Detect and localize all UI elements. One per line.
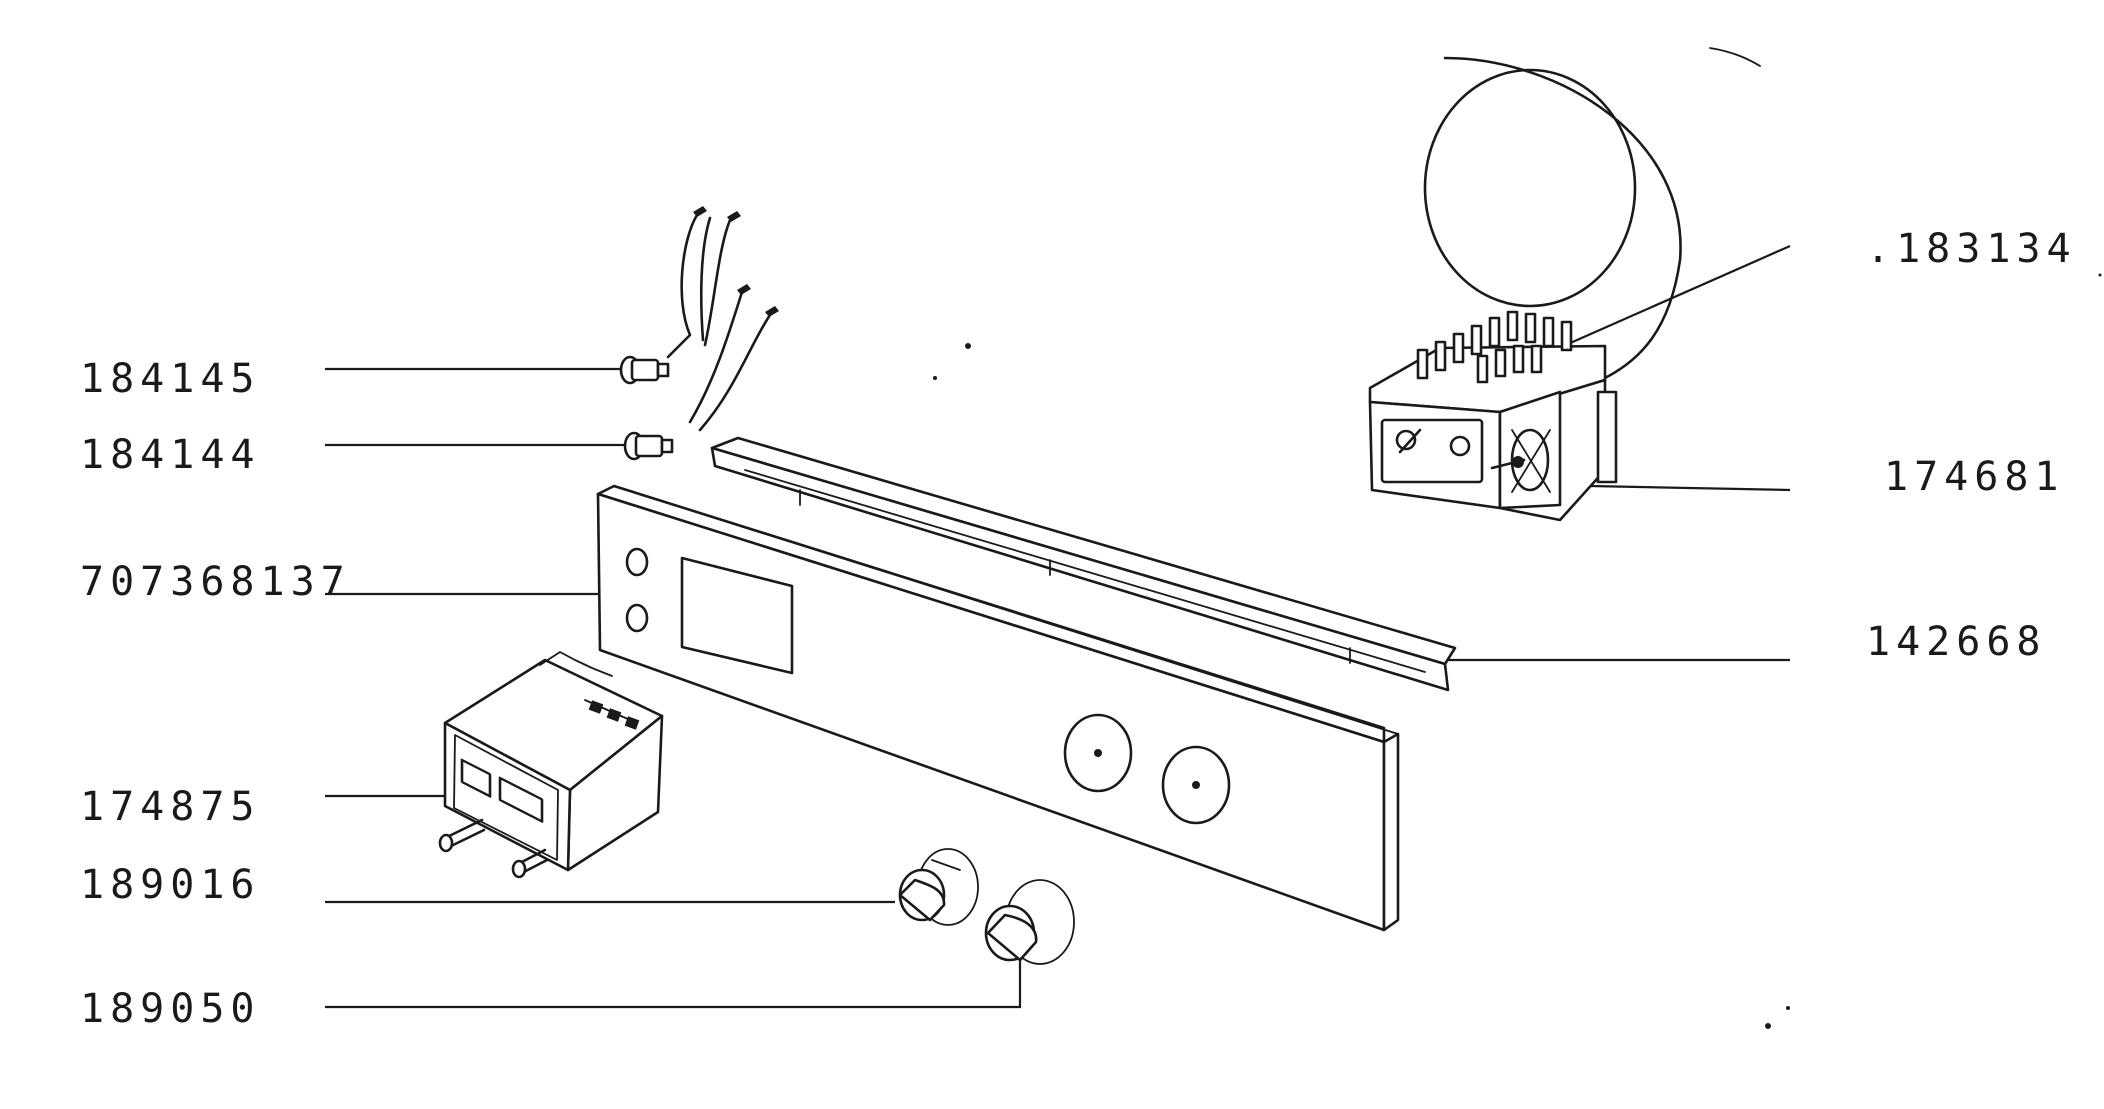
- thermostat-capillary: [1423, 47, 1761, 380]
- leader-lines: [325, 244, 1791, 1009]
- label-174681: 174681: [1884, 454, 2065, 500]
- thermostat-terminals: [1416, 310, 1573, 384]
- leader-189050: [325, 955, 1022, 1009]
- leader-174681: [1589, 484, 1791, 492]
- timer-pin-right: [511, 848, 549, 879]
- panel-knob-hole-2: [1161, 745, 1231, 825]
- label-183134: .183134: [1866, 226, 2077, 272]
- panel-knob-hole-1: [1063, 713, 1133, 793]
- panel-display-window: [680, 556, 794, 675]
- control-panel: [596, 484, 1400, 932]
- scan-specks: [933, 273, 2102, 1029]
- callout-labels: 184145 184144 707368137 174875 189016 18…: [80, 226, 2077, 1032]
- control-knob-large: [984, 879, 1075, 965]
- label-142668: 142668: [1866, 619, 2047, 665]
- label-189016: 189016: [80, 862, 261, 908]
- timer-clock: [438, 651, 664, 879]
- label-707368137: 707368137: [80, 559, 351, 605]
- selector-switch: [1490, 390, 1618, 510]
- wiring-loom: [666, 206, 779, 432]
- thermostat: [1368, 310, 1607, 522]
- panel-lamp-hole-1: [625, 547, 649, 577]
- label-184144: 184144: [80, 432, 261, 478]
- warning-lamp-184144: [623, 431, 674, 461]
- label-184145: 184145: [80, 356, 261, 402]
- timer-pin-left: [438, 818, 486, 853]
- timer-digit-box-2: [498, 776, 544, 823]
- timer-digit-box-1: [460, 758, 492, 798]
- leader-183134: [1567, 244, 1791, 346]
- label-174875: 174875: [80, 784, 261, 830]
- control-knob-small: [898, 848, 979, 926]
- warning-lamp-184145: [619, 355, 670, 385]
- label-189050: 189050: [80, 986, 261, 1032]
- panel-lamp-hole-2: [625, 603, 649, 633]
- trim-strip: [710, 436, 1457, 692]
